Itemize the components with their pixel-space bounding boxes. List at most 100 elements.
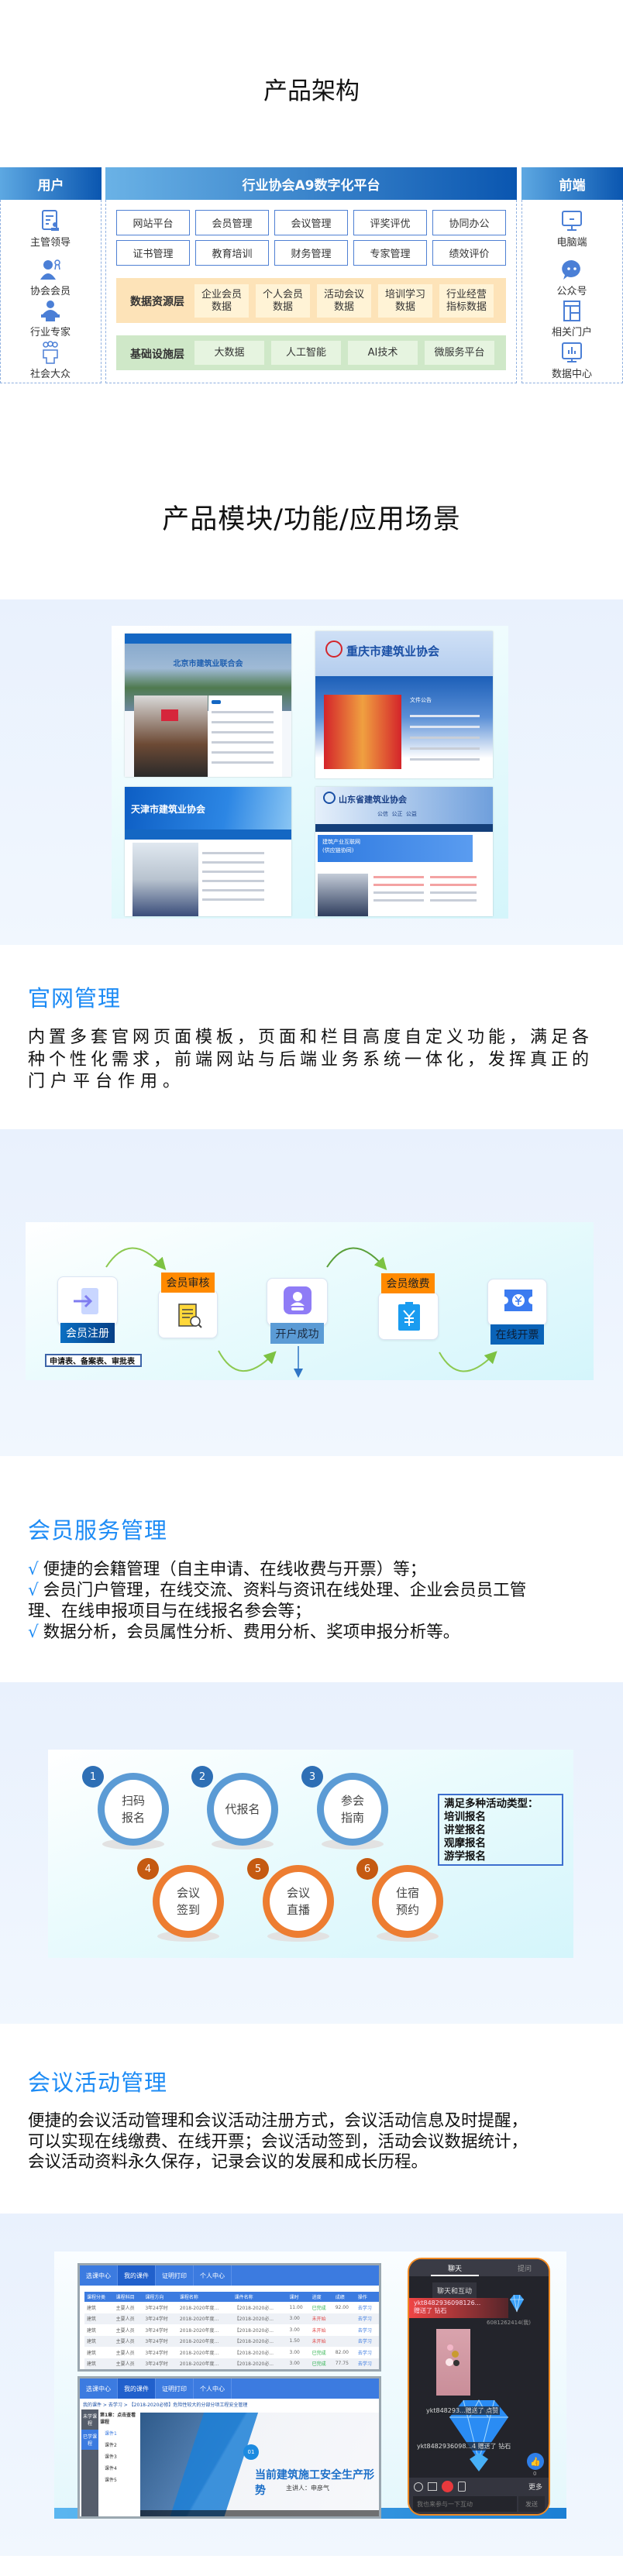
flow-step-invoice — [487, 1279, 547, 1326]
column-header: 进度 — [309, 2292, 333, 2302]
user-item: 行业专家 — [15, 299, 85, 338]
video-player[interactable]: 01 当前建筑施工安全生产形势 主讲人：申彦气 — [140, 2413, 379, 2516]
nav-tab[interactable]: 我的课件 — [118, 2379, 156, 2399]
gift-text: 赠送了 钻石 — [414, 2307, 447, 2314]
user-item: 社会大众 — [15, 341, 85, 380]
feature-line: 理、在线申报项目与在线报名参会等； — [28, 1602, 312, 1621]
infra-layer-cell: 人工智能 — [271, 341, 341, 365]
table-cell: 3年24学时 — [145, 2327, 168, 2334]
more-button[interactable]: 更多 — [528, 2484, 542, 2492]
tab-question[interactable]: 提问 — [517, 2265, 532, 2273]
section-title: 文件公告 — [410, 697, 432, 703]
side-tab[interactable]: 未学课程 — [83, 2414, 98, 2427]
lesson-item[interactable]: 课件1 — [105, 2431, 117, 2437]
table-cell: 主要人员 — [115, 2305, 135, 2311]
platform-header: 行业协会A9数字化平台 — [105, 167, 517, 200]
column-header: 课程名称 — [177, 2292, 232, 2302]
step-number-badge: 6 — [356, 1858, 378, 1880]
expert-podium-icon — [15, 299, 85, 322]
live-chat-phone: 聊天 提问 聊天和互动 ykt8482936098126... 赠送了 钻石 6… — [408, 2258, 550, 2516]
table-cell: 主要人员 — [113, 2313, 143, 2324]
description-line: 门户平台作用。 — [28, 1072, 186, 1091]
flow-step-review — [158, 1290, 218, 1338]
site-thumbnail-beijing: 北京市建筑业联合会 — [125, 634, 291, 777]
table-cell: 2018-2020年度... — [179, 2350, 219, 2356]
send-button[interactable]: 发送 — [518, 2496, 545, 2512]
table-cell: 建筑 — [87, 2305, 97, 2311]
nav-tab[interactable]: 证明打印 — [156, 2265, 194, 2286]
table-cell: 未开始 — [309, 2313, 333, 2324]
wechat-chat-icon — [537, 258, 607, 281]
event-type: 讲堂报名 — [444, 1824, 486, 1836]
flow-arrow — [439, 1351, 497, 1372]
events-description: 便捷的会议活动管理和会议活动注册方式，会议活动信息及时提醒， 可以实现在线缴费、… — [28, 2111, 589, 2173]
table-cell: 3年24学时 — [143, 2335, 177, 2347]
notes-icon[interactable] — [458, 2482, 466, 2492]
users-column — [0, 200, 102, 383]
nav-tab[interactable]: 选课中心 — [80, 2379, 118, 2399]
flow-arrow — [105, 1247, 167, 1270]
nav-tab[interactable]: 个人中心 — [194, 2379, 232, 2399]
nav-tab[interactable]: 证明打印 — [156, 2379, 194, 2399]
table-cell: 2018-2020年度... — [177, 2335, 232, 2347]
user-item-label: 社会大众 — [29, 369, 71, 380]
table-cell: 3.00 — [287, 2358, 310, 2369]
chat-toolbar: 更多 我也来参与一下互动 发送 — [409, 2478, 549, 2514]
flow-arrows — [105, 1247, 497, 1378]
step-number-badge: 2 — [191, 1766, 213, 1788]
side-tab[interactable]: 已学课程 — [81, 2430, 98, 2450]
member-description: √便捷的会籍管理（自主申请、在线收费与开票）等； √会员门户管理，在线交流、资料… — [28, 1559, 589, 1643]
lesson-item[interactable]: 课件4 — [105, 2466, 117, 2471]
table-cell: 3年24学时 — [143, 2369, 177, 2372]
lesson-item[interactable]: 课件2 — [105, 2443, 117, 2448]
feature-line: 便捷的会籍管理（自主申请、在线收费与开票）等； — [43, 1560, 427, 1579]
slide-speaker: 主讲人：申彦气 — [286, 2485, 329, 2492]
nav-tab[interactable]: 选课中心 — [80, 2265, 118, 2286]
table-cell: 2018-2020年度... — [177, 2358, 232, 2369]
study-link[interactable]: 去学习 — [356, 2369, 379, 2372]
emoji-icon[interactable] — [414, 2482, 423, 2492]
study-link[interactable]: 去学习 — [357, 2327, 372, 2334]
study-link[interactable]: 去学习 — [357, 2305, 372, 2311]
table-cell: 2018-2020年度... — [179, 2305, 219, 2311]
table-cell: 3.00 — [289, 2327, 300, 2333]
chat-input[interactable]: 我也来参与一下互动 — [413, 2496, 517, 2512]
flow-label: 会员注册 — [60, 1323, 115, 1343]
table-cell: 【2018-2020必... — [234, 2327, 274, 2334]
site-banner: 建筑产业互联网 (供应链协同) — [318, 835, 473, 862]
lesson-item[interactable]: 课件5 — [105, 2478, 117, 2483]
column-header: 课时 — [287, 2292, 310, 2302]
self-tag: 6081262414(我) — [487, 2320, 531, 2326]
module-box: 会议管理 — [274, 210, 348, 235]
like-button[interactable]: 👍 — [527, 2453, 544, 2470]
nav-tab[interactable]: 我的课件 — [118, 2265, 156, 2286]
table-cell: 3年24学时 — [143, 2313, 177, 2324]
site-slogan: 公信 公正 公益 — [377, 811, 417, 817]
table-cell: 主要人员 — [115, 2350, 135, 2356]
lesson-item[interactable]: 课件3 — [105, 2454, 117, 2460]
study-link[interactable]: 去学习 — [357, 2350, 372, 2356]
table-cell: 建筑 — [87, 2350, 97, 2356]
event-types-box: 满足多种活动类型： 培训报名 讲堂报名 观摩报名 游学报名 — [438, 1794, 563, 1866]
forms-note: 申请表、备案表、审批表 — [45, 1354, 142, 1367]
study-link[interactable]: 去学习 — [355, 2313, 379, 2324]
gift-icon[interactable] — [442, 2481, 453, 2492]
flow-label: 在线开票 — [490, 1324, 544, 1345]
table-cell: 3年24学时 — [143, 2358, 177, 2369]
study-link[interactable]: 去学习 — [355, 2335, 379, 2347]
site-thumbnail-shandong: 山东省建筑业协会 公信 公正 公益 建筑产业互联网 (供应链协同) — [315, 787, 493, 916]
table-cell: 【2018-2020必... — [232, 2358, 287, 2369]
nav-tab[interactable]: 个人中心 — [194, 2265, 232, 2286]
diamond-icon — [510, 2294, 524, 2313]
image-icon[interactable] — [428, 2482, 437, 2491]
site-name: 北京市建筑业联合会 — [173, 660, 243, 668]
frontend-item-label: 电脑端 — [556, 237, 587, 249]
study-link[interactable]: 去学习 — [355, 2358, 379, 2369]
portal-layout-icon — [537, 299, 607, 322]
table-cell: 【2018-2020必... — [234, 2305, 274, 2311]
video-controls[interactable] — [140, 2510, 379, 2516]
flow-arrow — [218, 1350, 277, 1372]
tab-chat[interactable]: 聊天 — [431, 2259, 479, 2276]
